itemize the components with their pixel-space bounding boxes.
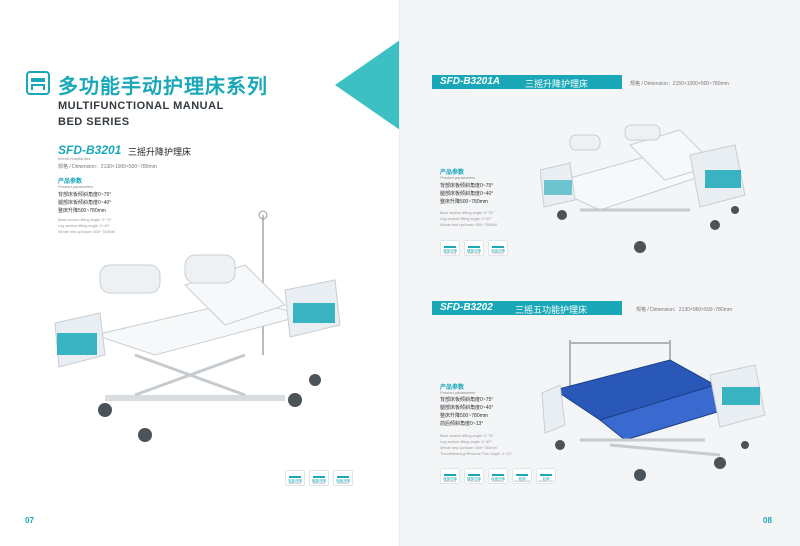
params-heading-en: Product parameters <box>440 175 476 180</box>
function-back-lifting: 背部升降 Back lifting <box>440 468 460 484</box>
spec-list-cn: 背部床板倾斜角度0~75° 腿部床板倾斜角度0~40° 整床升降500~780m… <box>440 182 493 206</box>
series-title-en: MULTIFUNCTIONAL MANUAL BED SERIES <box>58 100 224 128</box>
spec-item: 整床升降500~780mm <box>440 413 488 419</box>
spec-item: 腿部床板倾斜角度0~40° <box>440 191 494 197</box>
function-back-lifting: 背部升降 Back lifting <box>285 470 305 486</box>
spec-item-en: Whole bed up/down: 500~780MM <box>58 230 115 234</box>
bed-function-icon <box>492 243 504 248</box>
bed-function-icon <box>516 471 528 476</box>
dimension: 规格 / Dimension：2130×1000×500~780mm <box>58 164 157 170</box>
function-trendelenburg: 前倾 Trendelenburg <box>512 468 532 484</box>
bed-function-icon <box>468 243 480 248</box>
function-back-lifting: 背部升降 Back lifting <box>440 240 460 256</box>
function-bed-lifting: 床面升降 Bed lifting <box>333 470 353 486</box>
right-page: SFD-B3201A 三摇升降护理床 3 Crank Manual Bed 规格… <box>400 0 800 546</box>
dimension: 规格 / Dimension：2150×1000×500~780mm <box>630 81 729 87</box>
bed-function-icon <box>337 473 349 478</box>
spec-item-en: Back section lifting angle: 0~75° <box>440 211 494 215</box>
spec-item: 背部床板倾斜角度0~75° <box>440 183 494 189</box>
spec-list-en: Back section lifting angle: 0~75° Leg se… <box>440 433 512 457</box>
spec-item-en: Trendelenburg/ Reverse Tren angle: 0~13° <box>440 452 512 456</box>
model-number: SFD-B3201A <box>440 76 501 87</box>
model-number: SFD-B3202 <box>440 302 493 313</box>
spec-item: 前后倾斜角度0~13° <box>440 421 484 427</box>
model-banner <box>432 75 622 89</box>
spec-item-en: Leg section lifting angle: 0~40° <box>440 217 492 221</box>
function-knee-lifting: 腿部升降 Knee lifting <box>464 468 484 484</box>
bed-illustration <box>541 340 766 481</box>
model-banner <box>432 301 622 315</box>
spec-item-en: Leg section lifting angle: 0~40° <box>440 440 492 444</box>
bed-function-icon <box>492 471 504 476</box>
product-name-cn: 三摇升降护理床 <box>525 79 589 89</box>
series-title-cn: 多功能手动护理床系列 <box>58 76 268 98</box>
params-heading-cn: 产品参数 <box>440 170 465 176</box>
params-heading-cn: 产品参数 <box>58 179 83 185</box>
spec-item-en: Whole bed up/down: 500~780MM <box>440 223 497 227</box>
bed-function-icon <box>444 471 456 476</box>
dimension: 规格 / Dimension：2130×960×500~780mm <box>636 307 733 313</box>
bed-logo-icon <box>26 71 50 95</box>
function-icons: 背部升降 Back lifting 腿部升降 Knee lifting 床面升降… <box>440 240 508 256</box>
spec-list-en: Back section lifting angle: 0~75° Leg se… <box>58 217 115 235</box>
bed-function-icon <box>468 471 480 476</box>
function-knee-lifting: 腿部升降 Knee lifting <box>309 470 329 486</box>
function-reverse-tren: 后倾 Reverse Tren <box>536 468 556 484</box>
spec-item: 背部床板倾斜角度0~75° <box>58 192 112 198</box>
spec-list-cn: 背部床板倾斜角度0~75° 腿部床板倾斜角度0~40° 整床升降500~780m… <box>440 396 493 428</box>
function-icons: 背部升降 Back lifting 腿部升降 Knee lifting 床面升降… <box>440 468 556 484</box>
spec-item: 腿部床板倾斜角度0~40° <box>440 405 494 411</box>
spec-item-en: Whole bed up/down: 500~780mm <box>440 446 497 450</box>
model-number: SFD-B3201 <box>58 143 122 157</box>
product-name-en: 3 Crank 5 Function Bed <box>440 314 472 318</box>
spec-item-en: Back section lifting angle: 0~75° <box>58 218 112 222</box>
spec-item: 整床升降500~780mm <box>58 208 106 214</box>
product-name-en: Electric Hospital Bed <box>58 157 91 161</box>
page-number-right: 08 <box>763 516 772 525</box>
spec-item-en: Leg section lifting angle: 0~40° <box>58 224 110 228</box>
spec-list-cn: 背部床板倾斜角度0~75° 腿部床板倾斜角度0~40° 整床升降500~780m… <box>58 191 111 215</box>
function-knee-lifting: 腿部升降 Knee lifting <box>464 240 484 256</box>
bed-illustration <box>54 210 341 442</box>
left-page: 多功能手动护理床系列 MULTIFUNCTIONAL MANUAL BED SE… <box>25 40 400 525</box>
params-heading-en: Product parameters <box>440 390 476 395</box>
params-heading-cn: 产品参数 <box>440 385 465 391</box>
product-name-en: 3 Crank Manual Bed <box>440 88 468 92</box>
product-name-cn: 三摇五功能护理床 <box>515 305 588 315</box>
product-name-cn: 三摇升降护理床 <box>128 147 192 157</box>
page-number-left: 07 <box>25 516 34 525</box>
spec-item: 背部床板倾斜角度0~75° <box>440 397 494 403</box>
bed-function-icon <box>540 471 552 476</box>
params-heading-en: Product parameters <box>58 184 94 189</box>
decorative-triangle <box>335 40 400 130</box>
function-bed-lifting: 床面升降 Bed lifting <box>488 240 508 256</box>
spec-item: 腿部床板倾斜角度0~40° <box>58 200 112 206</box>
bed-function-icon <box>444 243 456 248</box>
spec-item-en: Back section lifting angle: 0~75° <box>440 434 494 438</box>
bed-function-icon <box>313 473 325 478</box>
bed-function-icon <box>289 473 301 478</box>
bed-illustration <box>540 124 746 253</box>
spec-item: 整床升降500~780mm <box>440 199 488 205</box>
function-bed-lifting: 床面升降 Bed lifting <box>488 468 508 484</box>
function-icons: 背部升降 Back lifting 腿部升降 Knee lifting 床面升降… <box>285 470 353 486</box>
spec-list-en: Back section lifting angle: 0~75° Leg se… <box>440 210 497 228</box>
